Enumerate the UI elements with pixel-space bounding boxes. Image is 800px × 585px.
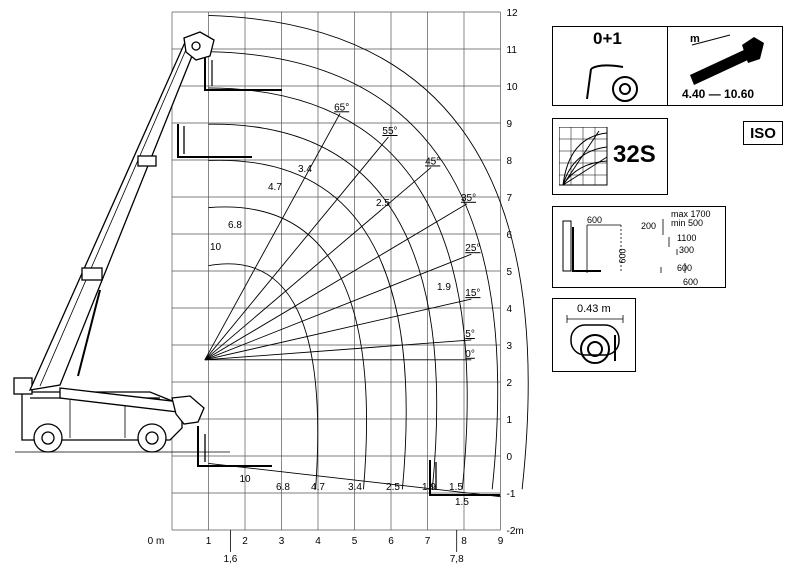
model-panel: 32S xyxy=(552,118,668,195)
angle-label: 45° xyxy=(425,156,440,167)
arc-load-label: 1.5 xyxy=(455,497,469,508)
angle-label: 55° xyxy=(382,126,397,137)
stabilizer-label: 0+1 xyxy=(593,29,622,48)
fork-max-label: max 1700 xyxy=(671,209,711,219)
y-tick-label: -1 xyxy=(507,489,516,500)
tyre-section-icon xyxy=(566,315,624,364)
front-wheel xyxy=(33,423,63,453)
bottom-load-label: 3.4 xyxy=(348,482,362,493)
boom-unit: m xyxy=(690,33,700,45)
y-tick-label: 9 xyxy=(507,119,513,130)
y-tick-label: 7 xyxy=(507,193,513,204)
telehandler-drawing xyxy=(13,31,500,496)
fork-300-label: 300 xyxy=(679,245,695,255)
arc-load-label: 4.7 xyxy=(268,182,282,193)
fork-diagram-icon xyxy=(562,219,686,273)
angle-label: 5° xyxy=(465,329,475,340)
fork-600b-label: 600 xyxy=(683,277,699,287)
tyre-dim: 0.43 m xyxy=(577,303,611,315)
arc-load-label: 2.5 xyxy=(376,198,390,209)
tyre-icon xyxy=(586,64,638,102)
load-arc xyxy=(208,263,319,490)
bottom-load-label: 4.7 xyxy=(311,482,325,493)
extra-x-label: 1,6 xyxy=(223,554,237,565)
load-arc xyxy=(208,51,499,490)
y-tick-label: 12 xyxy=(507,8,519,19)
load-chart-icon xyxy=(559,127,608,186)
boom-panel: m 4.40 — 10.60 xyxy=(667,26,783,106)
load-arc xyxy=(208,14,529,490)
fork-200-label: 200 xyxy=(641,221,657,231)
bottom-load-label: 6.8 xyxy=(276,482,290,493)
angle-line xyxy=(204,113,341,361)
arc-load-label: 3.4 xyxy=(298,164,312,175)
x-tick-label: 0 m xyxy=(148,536,165,547)
x-tick-label: 9 xyxy=(498,536,504,547)
angle-line xyxy=(204,136,389,361)
fork-width-label: 600 xyxy=(587,215,603,225)
bottom-load-label: 1.5 xyxy=(449,482,463,493)
y-tick-label: 0 xyxy=(507,452,513,463)
angle-label: 25° xyxy=(465,243,480,254)
angle-label: 65° xyxy=(334,102,349,113)
y-tick-label: 4 xyxy=(507,304,513,315)
load-arc xyxy=(208,87,468,490)
y-tick-label: -2m xyxy=(507,526,524,537)
rear-wheel xyxy=(137,423,167,453)
y-tick-label: 8 xyxy=(507,156,513,167)
boom-range: 4.40 — 10.60 xyxy=(682,87,755,101)
load-arc xyxy=(208,206,367,490)
bottom-load-label: 10 xyxy=(239,474,251,485)
extra-x-label: 7,8 xyxy=(450,554,464,565)
arc-load-label: 10 xyxy=(210,242,222,253)
stabilizer-panel: 0+1 xyxy=(552,26,668,106)
tyre-panel: 0.43 m xyxy=(552,298,636,372)
y-tick-label: 11 xyxy=(507,45,518,56)
angle-line xyxy=(204,253,472,361)
arc-load-label: 6.8 xyxy=(228,220,242,231)
load-arc xyxy=(208,123,438,490)
y-tick-label: 10 xyxy=(507,82,519,93)
x-tick-label: 6 xyxy=(388,536,394,547)
fork-height-label: 600 xyxy=(617,248,628,264)
fork-min-label: min 500 xyxy=(671,218,704,228)
base-line xyxy=(208,462,501,498)
angle-lines xyxy=(204,113,501,498)
angle-label: 0° xyxy=(465,349,475,360)
angle-label: 35° xyxy=(461,193,476,204)
chart-grid xyxy=(171,11,501,552)
y-tick-label: 5 xyxy=(507,267,513,278)
x-tick-label: 8 xyxy=(461,536,467,547)
y-tick-label: 1 xyxy=(507,415,513,426)
x-tick-label: 5 xyxy=(352,536,358,547)
angle-line xyxy=(204,339,472,361)
load-arc xyxy=(208,159,407,490)
bottom-load-label: 2.5 xyxy=(386,482,400,493)
bottom-load-label: 1.9 xyxy=(422,482,436,493)
load-arcs xyxy=(208,14,529,490)
angle-line xyxy=(204,298,472,361)
angle-line xyxy=(204,167,432,361)
x-tick-label: 2 xyxy=(242,536,248,547)
boom-icon xyxy=(690,34,764,85)
y-tick-label: 6 xyxy=(507,230,513,241)
iso-badge: ISO xyxy=(743,121,783,145)
x-tick-label: 3 xyxy=(279,536,285,547)
angle-label: 15° xyxy=(465,288,480,299)
y-tick-label: 3 xyxy=(507,341,513,352)
model-label: 32S xyxy=(613,141,656,168)
boom-raised xyxy=(28,39,197,391)
x-tick-label: 4 xyxy=(315,536,321,547)
fork-600a-label: 600 xyxy=(677,263,693,273)
angle-line xyxy=(204,203,468,361)
forks-panel: 600 600 200 max 1700 min 500 1100 300 60… xyxy=(552,206,726,288)
fork-1100-label: 1100 xyxy=(677,233,697,243)
y-tick-label: 2 xyxy=(507,378,513,389)
arc-load-label: 1.9 xyxy=(437,282,451,293)
x-tick-label: 7 xyxy=(425,536,431,547)
x-tick-label: 1 xyxy=(206,536,212,547)
